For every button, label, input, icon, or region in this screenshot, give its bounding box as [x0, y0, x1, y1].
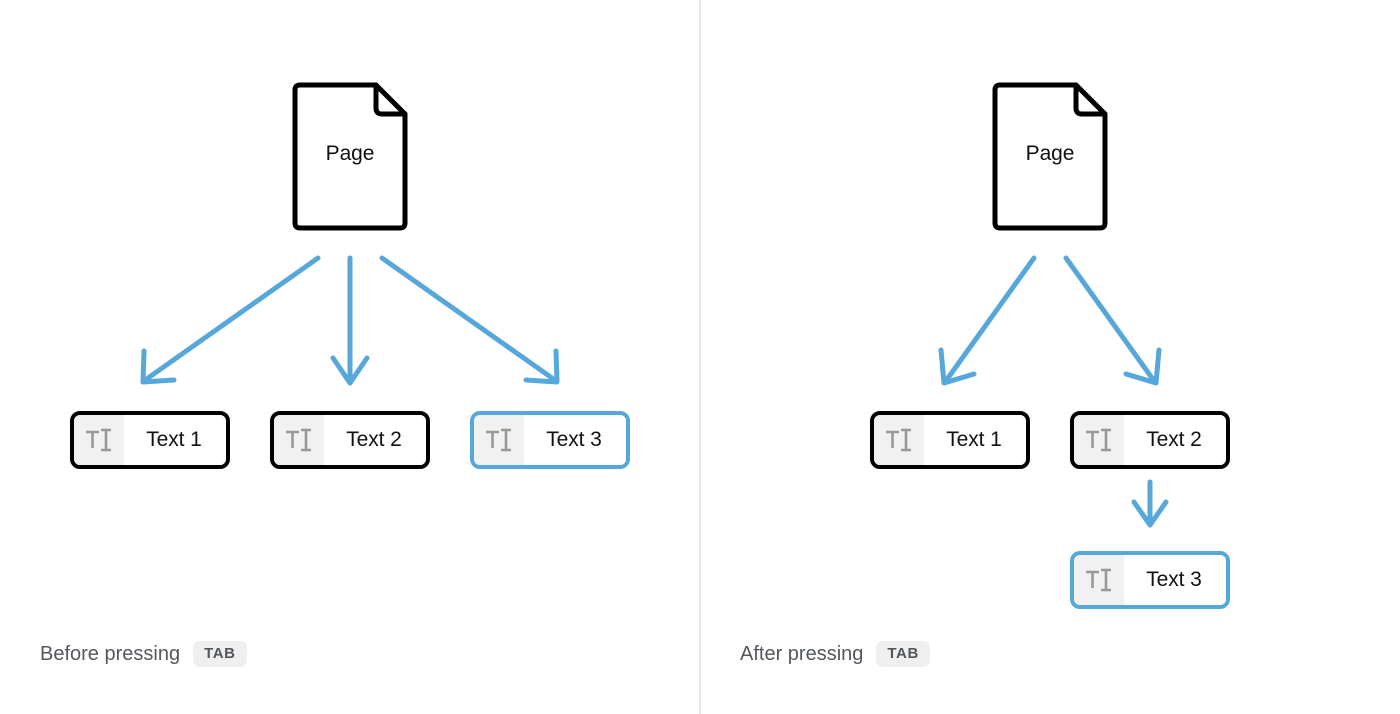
document-icon — [992, 82, 1108, 231]
caption-text: Before pressing — [40, 642, 181, 665]
arrow-page-to-text1-left — [140, 255, 321, 385]
text-cursor-icon — [1074, 415, 1124, 465]
kbd-tab-badge: TAB — [876, 641, 930, 667]
document-icon — [292, 82, 408, 231]
page-node-label: Page — [325, 142, 375, 165]
text-cursor-icon — [474, 415, 524, 465]
page-node-after[interactable]: Page — [990, 80, 1110, 231]
arrow-page-to-text3-left — [379, 255, 560, 385]
caption-after: After pressing TAB — [740, 641, 930, 667]
text-cursor-icon — [874, 415, 924, 465]
textbox-node-label: Text 2 — [1124, 415, 1226, 465]
text-cursor-icon — [1074, 555, 1124, 605]
arrow-text2-to-text3-right — [1131, 479, 1169, 528]
caption-text: After pressing — [740, 642, 864, 665]
panel-divider — [699, 0, 701, 714]
arrow-page-to-text1-right — [938, 255, 1037, 386]
textbox-node-label: Text 3 — [524, 415, 626, 465]
arrow-page-to-text2-right — [1063, 255, 1162, 386]
textbox-node-text2-after[interactable]: Text 2 — [1070, 411, 1230, 469]
textbox-node-text1-after[interactable]: Text 1 — [870, 411, 1030, 469]
textbox-node-label: Text 1 — [124, 415, 226, 465]
textbox-node-text3-after[interactable]: Text 3 — [1070, 551, 1230, 609]
textbox-node-label: Text 3 — [1124, 555, 1226, 605]
page-node-before[interactable]: Page — [290, 80, 410, 231]
textbox-node-text1-before[interactable]: Text 1 — [70, 411, 230, 469]
text-cursor-icon — [274, 415, 324, 465]
page-node-label: Page — [1025, 142, 1075, 165]
textbox-node-label: Text 2 — [324, 415, 426, 465]
kbd-tab-badge: TAB — [193, 641, 247, 667]
text-cursor-icon — [74, 415, 124, 465]
textbox-node-label: Text 1 — [924, 415, 1026, 465]
arrow-page-to-text2-left — [330, 255, 370, 386]
caption-before: Before pressing TAB — [40, 641, 247, 667]
textbox-node-text2-before[interactable]: Text 2 — [270, 411, 430, 469]
textbox-node-text3-before[interactable]: Text 3 — [470, 411, 630, 469]
